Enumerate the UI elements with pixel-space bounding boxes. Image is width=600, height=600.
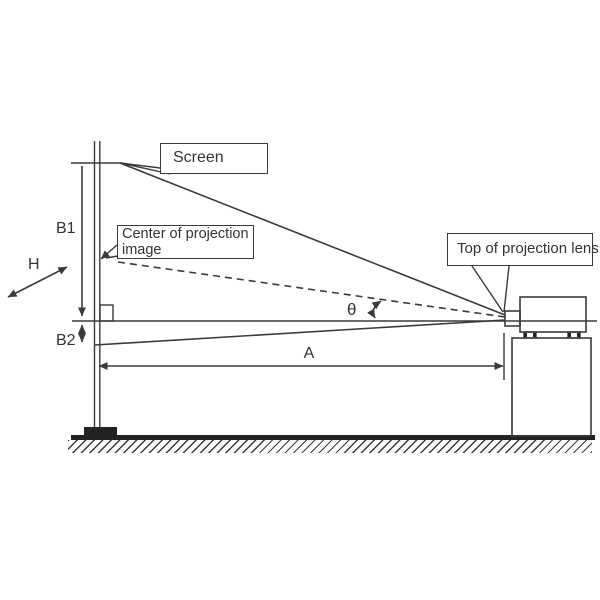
b2-label: B2 — [56, 332, 76, 349]
projector-lens — [504, 310, 521, 327]
center-of-projection-callout-label: Center of projection image — [122, 226, 249, 258]
b1-label: B1 — [56, 220, 76, 237]
screen-callout: Screen — [160, 143, 268, 174]
center-callout-tail — [100, 244, 119, 260]
center-beam-dashed-line — [117, 261, 506, 318]
screen-callout-label: Screen — [173, 149, 224, 166]
theta-label: θ — [347, 300, 357, 319]
floor-hatching — [68, 440, 592, 453]
projector-body — [519, 296, 587, 333]
lens-callout-tail — [471, 265, 510, 313]
screen-base — [84, 427, 117, 436]
projector-feet — [523, 331, 581, 339]
floor-line — [71, 435, 595, 440]
right-angle-marker — [99, 304, 114, 322]
theta-arc-arrow — [367, 300, 382, 319]
top-of-lens-callout-label: Top of projection lens — [457, 240, 599, 257]
projector-stand — [511, 337, 592, 437]
center-of-projection-callout: Center of projection image — [117, 225, 254, 259]
top-of-lens-callout: Top of projection lens — [447, 233, 599, 266]
a-label: A — [303, 345, 315, 362]
bottom-beam-line — [94, 319, 506, 346]
h-label: H — [28, 256, 40, 273]
h-arrow — [7, 266, 68, 298]
top-beam-line — [119, 162, 506, 316]
